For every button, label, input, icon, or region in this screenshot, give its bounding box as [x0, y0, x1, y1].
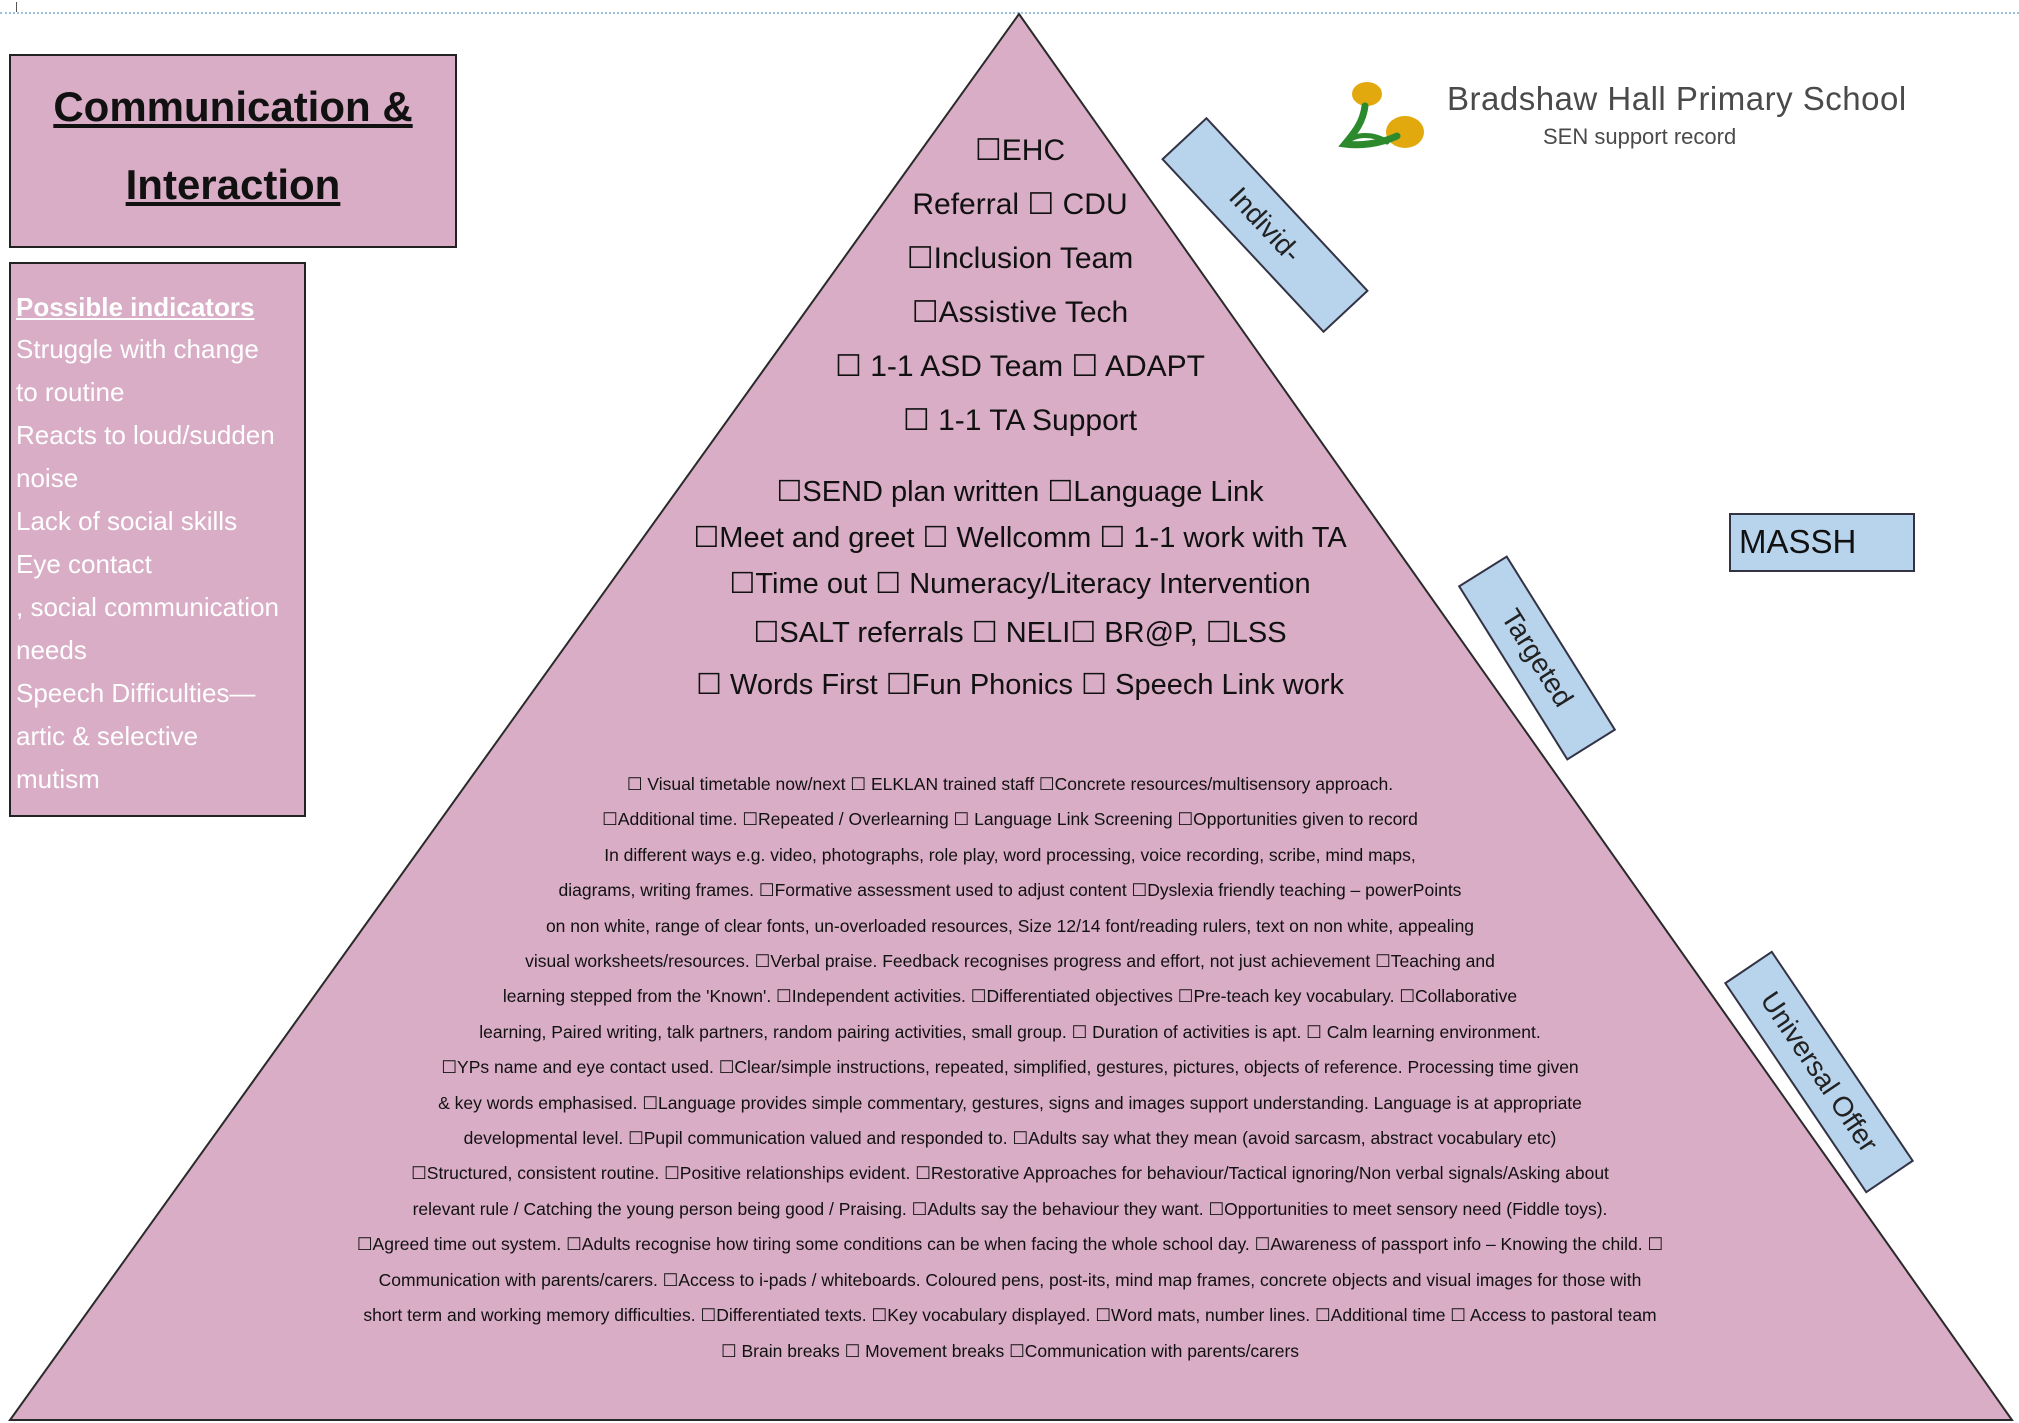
page-top-dotted-rule: [0, 12, 2019, 14]
universal-line: on non white, range of clear fonts, un-o…: [545, 915, 1475, 936]
universal-line: short term and working memory difficulti…: [363, 1305, 1657, 1326]
title-line-2: Interaction: [125, 161, 341, 208]
individual-line: ☐ 1-1 ASD Team ☐ ADAPT: [834, 350, 1206, 383]
school-subtitle: SEN support record: [1543, 124, 1737, 149]
universal-line: relevant rule / Catching the young perso…: [412, 1198, 1608, 1219]
individual-line: ☐ 1-1 TA Support: [902, 404, 1138, 437]
pyramid-triangle: [8, 12, 2014, 1421]
school-name: Bradshaw Hall Primary School: [1447, 80, 1907, 117]
individual-line: ☐Assistive Tech: [911, 296, 1129, 329]
universal-line: ☐ Visual timetable now/next ☐ ELKLAN tra…: [626, 774, 1394, 794]
indicator-line: Eye contact: [16, 549, 152, 579]
universal-line: ☐Structured, consistent routine. ☐Positi…: [411, 1163, 1609, 1184]
indicator-line: needs: [16, 635, 87, 665]
universal-line: & key words emphasised. ☐Language provid…: [438, 1092, 1582, 1113]
tree-logo-icon: [1338, 82, 1424, 149]
individual-line: ☐EHC: [974, 134, 1066, 167]
targeted-line: ☐Time out ☐ Numeracy/Literacy Interventi…: [729, 568, 1311, 600]
individual-line: Referral ☐ CDU: [912, 188, 1128, 221]
universal-line: Communication with parents/carers. ☐Acce…: [378, 1269, 1642, 1290]
universal-line: diagrams, writing frames. ☐Formative ass…: [558, 880, 1462, 901]
title-box: Communication & Interaction: [9, 54, 457, 248]
universal-line: ☐YPs name and eye contact used. ☐Clear/s…: [441, 1057, 1579, 1078]
universal-line: learning stepped from the 'Known'. ☐Inde…: [502, 986, 1518, 1007]
indicator-line: mutism: [16, 764, 100, 794]
individual-line: ☐Inclusion Team: [906, 242, 1134, 275]
universal-line: developmental level. ☐Pupil communicatio…: [463, 1128, 1557, 1149]
indicator-line: , social communication: [16, 592, 279, 622]
indicator-line: Lack of social skills: [16, 506, 238, 536]
individual-tier-text: ☐EHC Referral ☐ CDU ☐Inclusion Team ☐Ass…: [700, 124, 1340, 448]
universal-line: learning, Paired writing, talk partners,…: [479, 1021, 1541, 1042]
indicator-line: Reacts to loud/sudden: [16, 420, 275, 450]
margin-tick: [10, 2, 17, 12]
indicator-line: noise: [16, 463, 79, 493]
universal-line: ☐Agreed time out system. ☐Adults recogni…: [356, 1234, 1664, 1255]
indicators-heading: Possible indicators: [16, 292, 255, 322]
universal-line: visual worksheets/resources. ☐Verbal pra…: [525, 951, 1495, 972]
universal-tier-text: ☐ Visual timetable now/next ☐ ELKLAN tra…: [120, 767, 1900, 1369]
universal-line: In different ways e.g. video, photograph…: [604, 844, 1416, 865]
indicator-line: artic & selective: [16, 721, 199, 751]
targeted-tier-text: ☐SEND plan written ☐Language Link ☐Meet …: [560, 469, 1480, 711]
universal-line: ☐Additional time. ☐Repeated / Overlearni…: [602, 809, 1418, 830]
title-line-1: Communication &: [53, 83, 413, 130]
massh-label: MASSH: [1729, 513, 1915, 572]
universal-line: ☐ Brain breaks ☐ Movement breaks ☐Commun…: [720, 1340, 1300, 1361]
indicator-line: Speech Difficulties—: [16, 678, 256, 708]
targeted-line: ☐SEND plan written ☐Language Link: [776, 476, 1264, 508]
indicator-line: to routine: [16, 377, 125, 407]
indicator-line: Struggle with change: [16, 334, 259, 364]
targeted-line: ☐ Words First ☐Fun Phonics ☐ Speech Link…: [695, 669, 1344, 701]
targeted-line: ☐SALT referrals ☐ NELI☐ BR@P, ☐LSS: [753, 617, 1287, 649]
targeted-line: ☐Meet and greet ☐ Wellcomm ☐ 1-1 work wi…: [693, 522, 1347, 554]
indicators-box: Possible indicators Struggle with change…: [9, 262, 306, 817]
